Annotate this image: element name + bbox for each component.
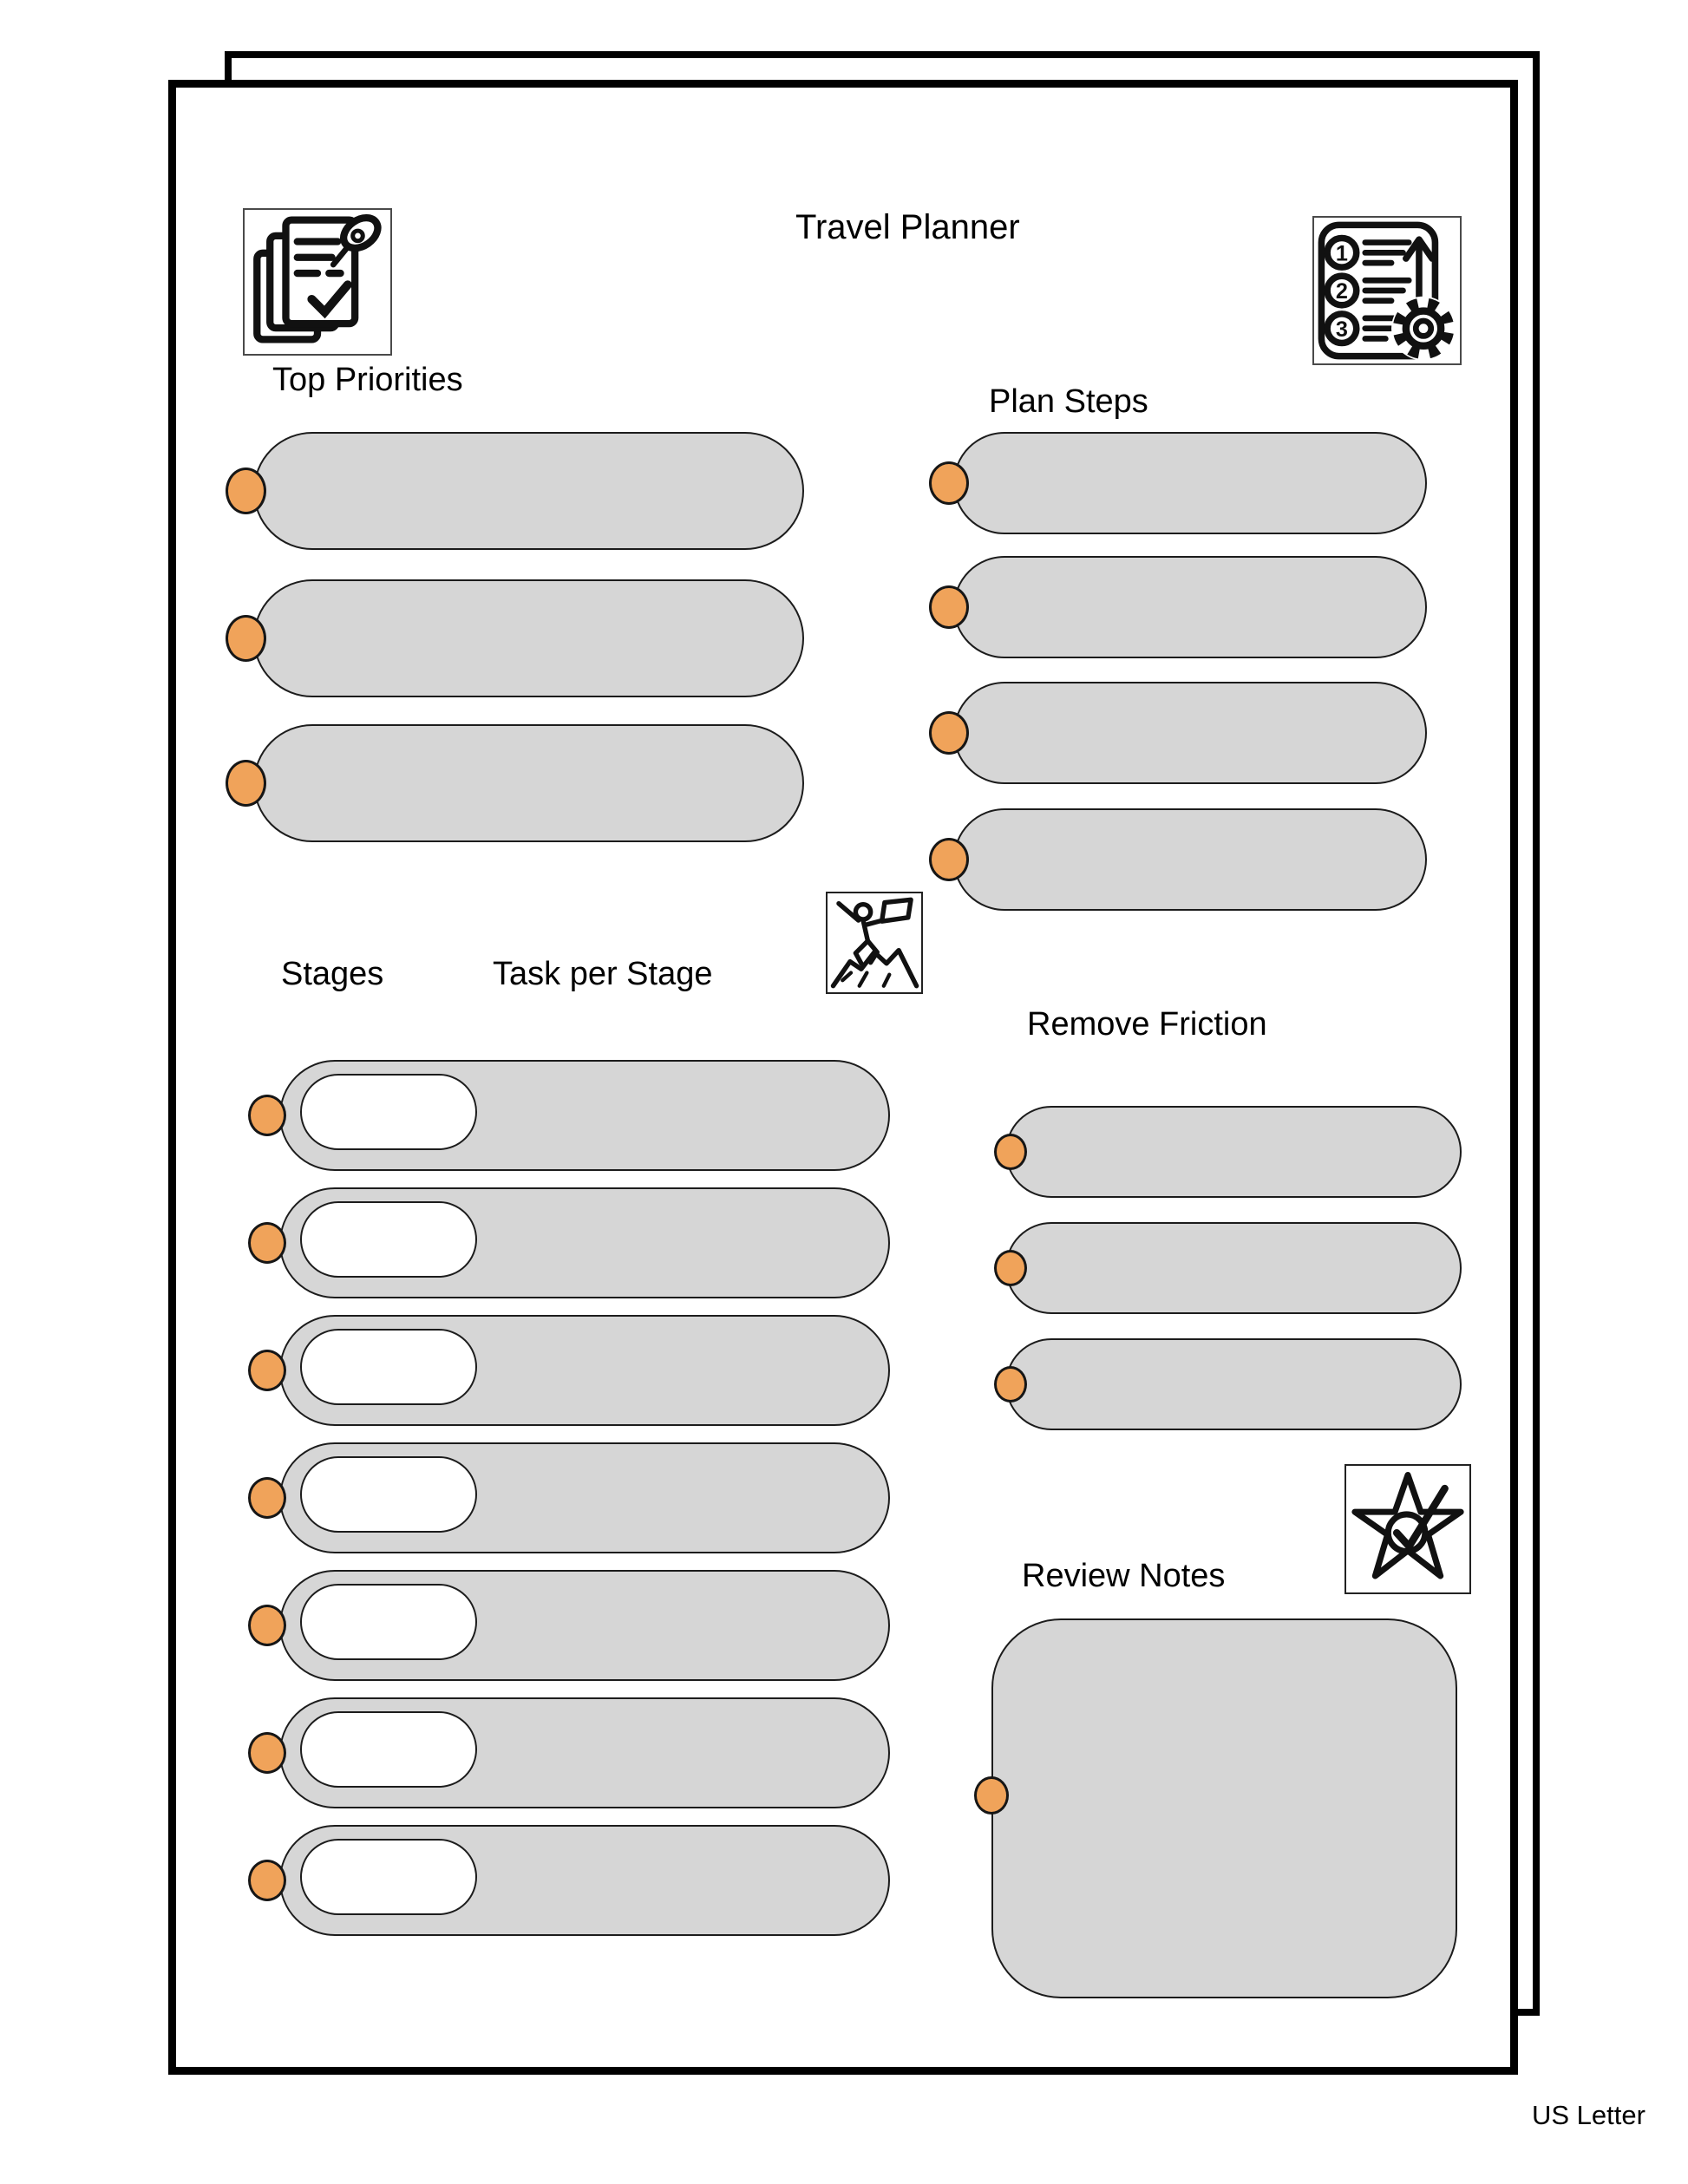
stage-name-field-2[interactable] bbox=[300, 1201, 477, 1278]
plan-step-slot-3[interactable] bbox=[953, 682, 1427, 784]
remove-friction-slot-1[interactable] bbox=[1005, 1106, 1462, 1198]
svg-text:1: 1 bbox=[1336, 242, 1348, 266]
top-priorities-heading: Top Priorities bbox=[272, 362, 463, 398]
stage-bullet-dot bbox=[248, 1477, 286, 1519]
stage-bullet-dot bbox=[248, 1605, 286, 1646]
top-priority-slot-1[interactable] bbox=[253, 432, 804, 550]
stage-bullet-dot bbox=[248, 1860, 286, 1901]
stage-name-field-3[interactable] bbox=[300, 1329, 477, 1405]
pinned-notes-icon bbox=[243, 208, 392, 356]
svg-text:3: 3 bbox=[1336, 317, 1348, 342]
page-title: Travel Planner bbox=[795, 208, 1020, 246]
priority-bullet-dot bbox=[226, 760, 266, 807]
review-bullet-dot bbox=[974, 1776, 1009, 1815]
remove-friction-heading: Remove Friction bbox=[1027, 1006, 1267, 1043]
task-per-stage-heading: Task per Stage bbox=[493, 956, 713, 992]
step-bullet-dot bbox=[929, 838, 969, 881]
plan-steps-heading: Plan Steps bbox=[989, 383, 1148, 420]
step-bullet-dot bbox=[929, 711, 969, 755]
stage-bullet-dot bbox=[248, 1222, 286, 1264]
remove-friction-slot-2[interactable] bbox=[1005, 1222, 1462, 1314]
plan-step-slot-4[interactable] bbox=[953, 808, 1427, 911]
stage-name-field-1[interactable] bbox=[300, 1074, 477, 1150]
step-bullet-dot bbox=[929, 585, 969, 629]
stage-bullet-dot bbox=[248, 1095, 286, 1136]
stage-name-field-6[interactable] bbox=[300, 1711, 477, 1788]
stage-name-field-5[interactable] bbox=[300, 1584, 477, 1660]
review-notes-area[interactable] bbox=[991, 1618, 1457, 1998]
friction-bullet-dot bbox=[994, 1250, 1027, 1286]
step-bullet-dot bbox=[929, 461, 969, 505]
stage-bullet-dot bbox=[248, 1350, 286, 1391]
priority-bullet-dot bbox=[226, 615, 266, 662]
mountain-climber-flag-icon bbox=[826, 892, 923, 994]
paper-size-label: US Letter bbox=[1532, 2100, 1645, 2130]
priority-bullet-dot bbox=[226, 468, 266, 514]
friction-bullet-dot bbox=[994, 1134, 1027, 1170]
numbered-steps-gear-icon: 1 2 3 bbox=[1312, 216, 1462, 365]
plan-step-slot-2[interactable] bbox=[953, 556, 1427, 658]
friction-bullet-dot bbox=[994, 1366, 1027, 1403]
stages-heading: Stages bbox=[281, 956, 384, 992]
top-priority-slot-3[interactable] bbox=[253, 724, 804, 842]
plan-step-slot-1[interactable] bbox=[953, 432, 1427, 534]
stage-name-field-7[interactable] bbox=[300, 1839, 477, 1915]
svg-text:2: 2 bbox=[1336, 279, 1348, 304]
stage-name-field-4[interactable] bbox=[300, 1456, 477, 1533]
remove-friction-slot-3[interactable] bbox=[1005, 1338, 1462, 1430]
stage-bullet-dot bbox=[248, 1732, 286, 1774]
star-check-icon bbox=[1345, 1464, 1471, 1594]
top-priority-slot-2[interactable] bbox=[253, 579, 804, 697]
review-notes-heading: Review Notes bbox=[1022, 1558, 1226, 1594]
